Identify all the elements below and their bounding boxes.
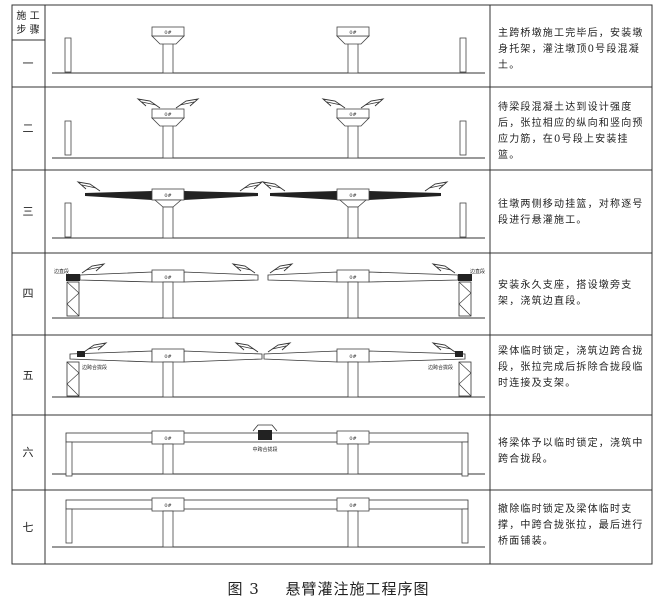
annotation-right: 边直段 (470, 268, 485, 275)
segment-tag: 0# (349, 193, 356, 199)
step-label-5: 五 (23, 369, 34, 382)
segment-tag: 0# (164, 354, 171, 360)
step-label-6: 六 (23, 446, 34, 459)
segment-tag: 0# (164, 503, 171, 509)
step-5-description: 梁体临时锁定，浇筑边跨合拢段，张拉完成后拆除合拢段临时连接及支架。 (498, 346, 644, 389)
annotation-center: 中跨合拢段 (252, 446, 277, 453)
segment-tag: 0# (349, 112, 356, 118)
figure-number: 图 3 (227, 580, 260, 598)
segment-tag: 0# (164, 275, 171, 281)
step-4-drawing: 边直段 边直段 0# 0# (52, 263, 485, 319)
step-7-drawing: 0# 0# (52, 497, 485, 548)
annotation-left: 边跨合拢段 (82, 364, 107, 371)
step-5-drawing: 边跨合拢段 边跨合拢段 0# 0# (52, 342, 485, 398)
step-label-2: 二 (23, 122, 34, 135)
annotation-left: 边直段 (54, 268, 69, 275)
table-frame (11, 4, 653, 565)
segment-tag: 0# (164, 30, 171, 36)
segment-tag: 0# (349, 436, 356, 442)
step-label-1: 一 (23, 57, 34, 70)
segment-tag: 0# (349, 30, 356, 36)
segment-tag: 0# (164, 112, 171, 118)
step-label-4: 四 (23, 287, 34, 300)
table-header-line2: 步 骤 (16, 24, 39, 36)
step-2-drawing: 0# 0# (52, 98, 485, 159)
step-1-description: 主跨桥墩施工完毕后，安装墩身托架，灌注墩顶0号段混凝土。 (498, 28, 644, 71)
segment-tag: 0# (164, 193, 171, 199)
segment-tag: 0# (349, 275, 356, 281)
step-label-3: 三 (23, 205, 34, 218)
step-3-drawing: 0# 0# (52, 181, 485, 239)
step-7-description: 撤除临时锁定及梁体临时支撑，中跨合拢张拉，最后进行桥面铺装。 (498, 504, 644, 547)
step-1-drawing: 0# 0# (52, 26, 485, 74)
step-label-7: 七 (23, 521, 34, 534)
step-2-description: 待梁段混凝土达到设计强度后，张拉相应的纵向和竖向预应力筋，在0号段上安装挂篮。 (498, 102, 644, 161)
step-3-description: 往墩两侧移动挂篮，对称逐号段进行悬灌施工。 (498, 199, 644, 226)
segment-tag: 0# (349, 354, 356, 360)
annotation-right: 边跨合拢段 (428, 364, 453, 371)
figure-title: 悬臂灌注施工程序图 (285, 580, 430, 598)
step-4-description: 安装永久支座，搭设墩旁支架，浇筑边直段。 (498, 280, 633, 307)
figure-caption: 图 3 悬臂灌注施工程序图 (0, 578, 657, 599)
step-6-description: 将梁体予以临时锁定，浇筑中跨合拢段。 (498, 438, 644, 465)
segment-tag: 0# (164, 436, 171, 442)
step-6-drawing: 中跨合拢段 0# 0# (52, 424, 485, 477)
segment-tag: 0# (349, 503, 356, 509)
table-header-line1: 施 工 (16, 9, 39, 22)
